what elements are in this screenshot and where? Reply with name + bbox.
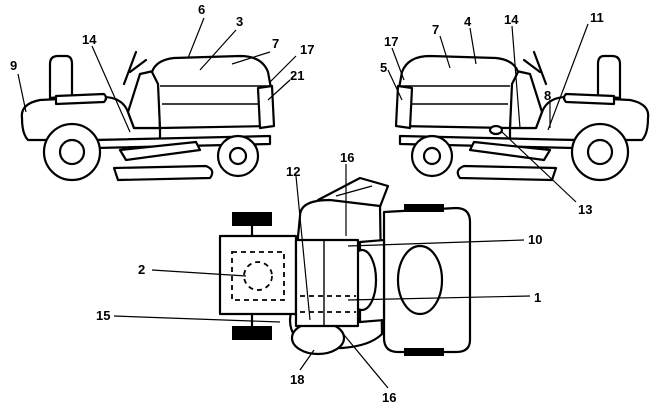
seat-circle-dashed xyxy=(243,261,273,291)
footrest xyxy=(118,140,202,162)
callout-top-10: 10 xyxy=(528,232,542,247)
front-hub xyxy=(228,146,248,166)
rear-hub xyxy=(58,138,86,166)
callout-right-17: 17 xyxy=(384,34,398,49)
seat-back xyxy=(48,54,74,100)
leader-lines xyxy=(17,17,589,389)
steering-wheel-r xyxy=(522,50,548,86)
callout-right-7: 7 xyxy=(432,22,439,37)
callout-left-7: 7 xyxy=(272,36,279,51)
callout-top-2: 2 xyxy=(138,262,145,277)
callout-top-15: 15 xyxy=(96,308,110,323)
rear-wheel-top-1 xyxy=(232,212,272,226)
right-side-view xyxy=(394,50,650,182)
mid-body-top xyxy=(294,238,360,328)
rear-hub-r xyxy=(586,138,614,166)
left-side-view xyxy=(20,50,276,182)
callout-right-13: 13 xyxy=(578,202,592,217)
callout-right-11: 11 xyxy=(590,10,604,25)
callout-right-4: 4 xyxy=(464,14,472,29)
seat-cushion-r xyxy=(562,92,616,106)
front-grille xyxy=(256,84,276,130)
callout-right-5: 5 xyxy=(380,60,387,75)
callout-left-14: 14 xyxy=(82,32,97,47)
steering-wheel xyxy=(122,50,148,86)
callout-top-16b: 16 xyxy=(382,390,396,405)
headlight-right xyxy=(396,244,444,316)
callout-left-6: 6 xyxy=(198,2,205,17)
callout-top-12: 12 xyxy=(286,164,300,179)
hood xyxy=(150,54,274,130)
front-wheel-top-1 xyxy=(404,204,444,212)
footrest-r xyxy=(468,140,552,162)
seat-outline-dashed xyxy=(231,251,285,301)
top-view xyxy=(218,176,472,356)
callout-left-3: 3 xyxy=(236,14,243,29)
callout-right-8: 8 xyxy=(544,88,551,103)
mower-deck-r xyxy=(456,164,558,182)
hood-r xyxy=(396,54,520,130)
callout-left-9: 9 xyxy=(10,58,17,73)
mower-deck xyxy=(112,164,214,182)
seat-cushion xyxy=(54,92,108,106)
front-wheel-top-2 xyxy=(404,348,444,356)
callout-left-17: 17 xyxy=(300,42,314,57)
chute-line xyxy=(335,185,373,197)
rear-wheel-top-2 xyxy=(232,326,272,340)
callout-top-1: 1 xyxy=(534,290,541,305)
seat-back-r xyxy=(596,54,622,100)
front-hub-r xyxy=(422,146,442,166)
callout-left-21: 21 xyxy=(290,68,304,83)
callout-top-18: 18 xyxy=(290,372,304,387)
callout-top-16: 16 xyxy=(340,150,354,165)
lift-lever-knob xyxy=(488,124,504,136)
callout-right-14: 14 xyxy=(504,12,519,27)
callout-labels: 9 14 6 3 7 17 21 17 5 7 4 14 11 8 13 16 … xyxy=(10,2,604,405)
